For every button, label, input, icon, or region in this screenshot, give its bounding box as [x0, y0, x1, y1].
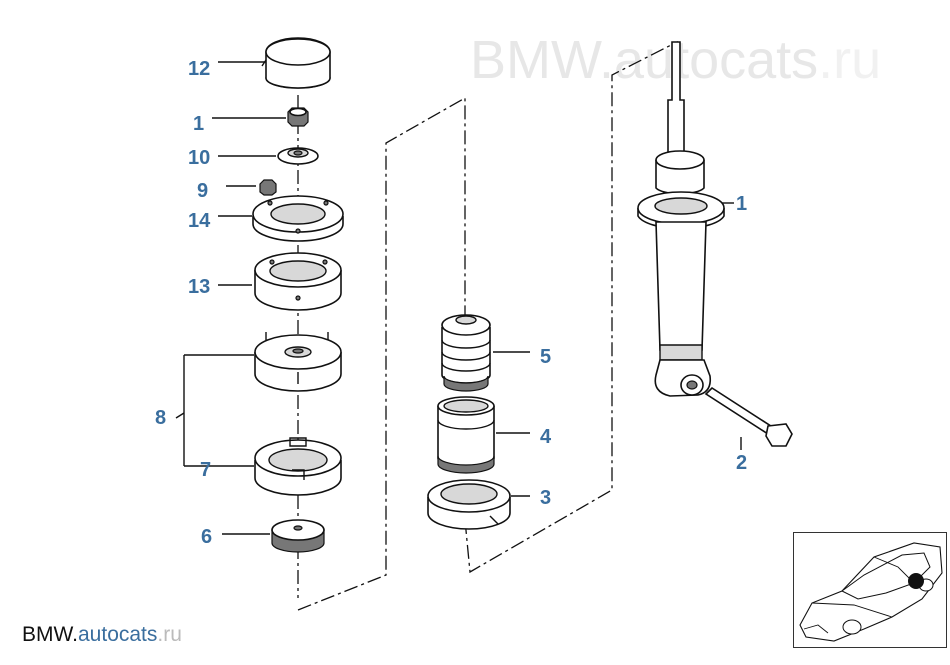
callout-9[interactable]: 9	[197, 180, 208, 202]
watermark-small: BMW.autocats.ru	[22, 623, 182, 646]
part-6-buffer[interactable]	[271, 519, 325, 553]
part-3-spring-seat[interactable]	[427, 479, 511, 530]
vehicle-locator-thumbnail[interactable]	[793, 532, 947, 648]
callout-8[interactable]: 8	[155, 407, 166, 429]
callout-5[interactable]: 5	[540, 346, 551, 368]
leader-lines	[175, 61, 742, 535]
part-12-dust-cap[interactable]	[261, 37, 331, 89]
part-4-protective-tube[interactable]	[437, 396, 495, 474]
part-1-shock-absorber[interactable]	[637, 41, 725, 397]
car-location-icon	[799, 542, 943, 642]
watermark-large: BMW.autocats.ru	[470, 30, 881, 90]
part-2-bolt[interactable]	[704, 386, 793, 447]
part-9-nut[interactable]	[259, 179, 277, 196]
part-13-bearing[interactable]	[254, 252, 342, 311]
callout-3[interactable]: 3	[540, 487, 551, 509]
part-5-bump-stop[interactable]	[441, 314, 491, 392]
part-14-plate[interactable]	[252, 195, 344, 242]
callout-6[interactable]: 6	[201, 526, 212, 548]
part-7-support[interactable]	[254, 437, 342, 496]
part-11-nut[interactable]	[287, 107, 309, 127]
callout-2[interactable]: 2	[736, 452, 747, 474]
callout-14[interactable]: 14	[188, 210, 211, 232]
callout-1[interactable]: 1	[736, 193, 747, 215]
callout-7[interactable]: 7	[200, 459, 211, 481]
callout-13[interactable]: 13	[188, 276, 210, 298]
callout-10[interactable]: 10	[188, 147, 210, 169]
callout-labels: 12 1 10 9 14 13 8 7 6 5 4 3 1 2	[155, 58, 747, 548]
callout-12[interactable]: 12	[188, 58, 210, 80]
callout-4[interactable]: 4	[540, 426, 552, 448]
part-10-washer[interactable]	[277, 147, 319, 165]
callout-11[interactable]: 1	[193, 113, 204, 135]
part-8-upper-mount[interactable]	[254, 332, 342, 392]
